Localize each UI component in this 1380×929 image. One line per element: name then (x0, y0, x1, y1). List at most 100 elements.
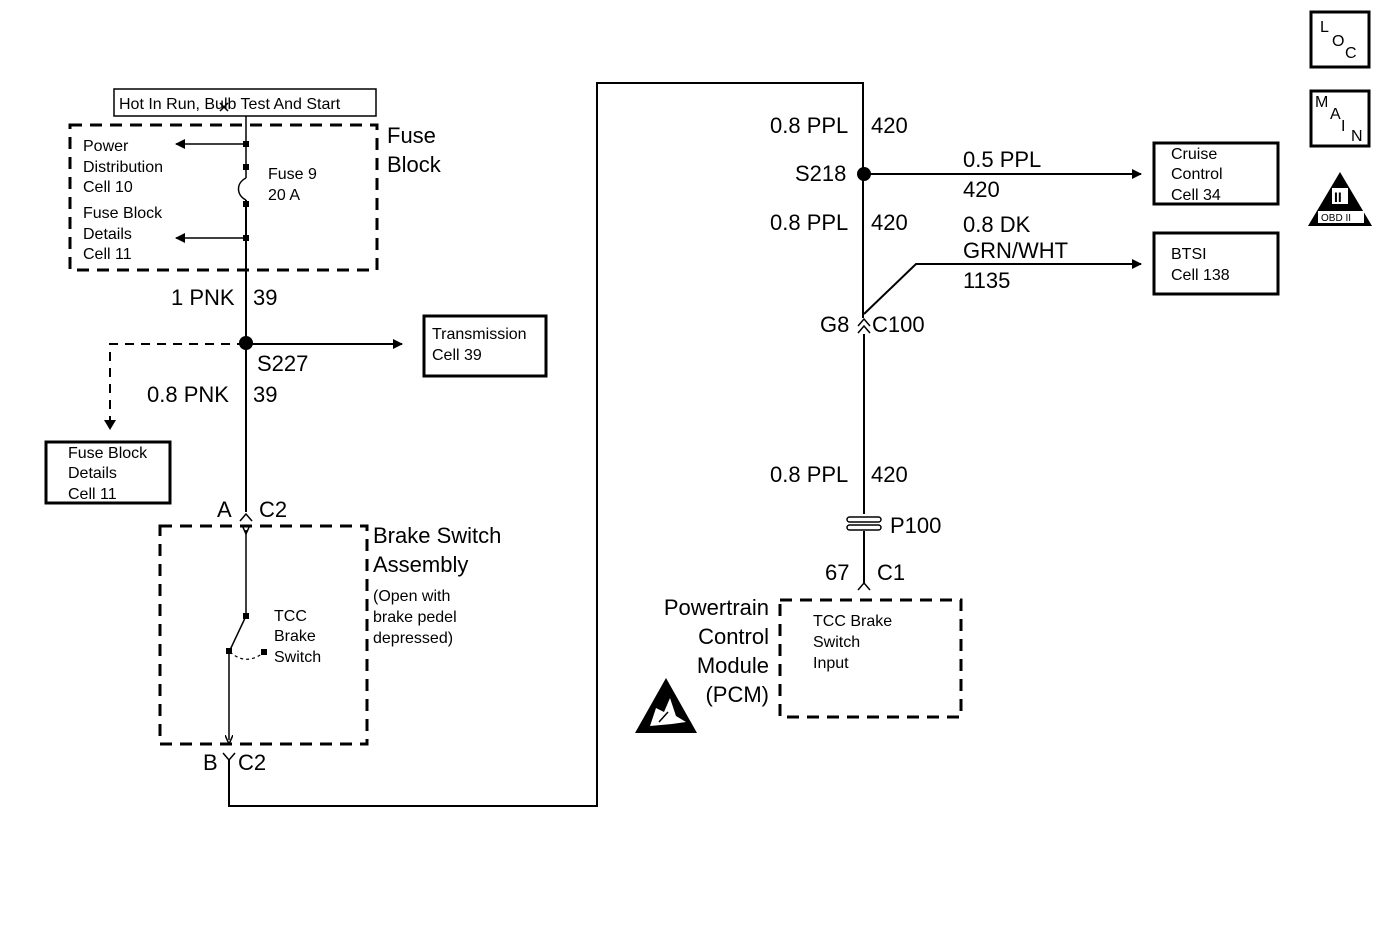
cruise-ref-2: Control (1171, 166, 1223, 183)
transmission-ref-box[interactable]: Transmission Cell 39 (422, 314, 548, 378)
wire-08ppl-mid-circuit: 420 (871, 210, 908, 235)
fuse-details-box-3: Cell 11 (68, 486, 117, 503)
btsi-ref-1: BTSI (1171, 246, 1207, 263)
fuse-details-dashed-wire (109, 343, 246, 424)
fuse-details-ref-1[interactable]: Fuse Block (83, 205, 163, 222)
wire-btsi-label-3: 1135 (963, 268, 1010, 293)
power-source-box: Hot In Run, Bulb Test And Start (113, 88, 377, 117)
fuse-node-3 (243, 201, 249, 207)
main-icon[interactable]: M A I N (1309, 89, 1371, 148)
fuse-label-1: Fuse 9 (268, 166, 317, 183)
btsi-wire (863, 259, 1142, 315)
connector-c100: C100 (872, 312, 925, 337)
switch-node-pivot (226, 648, 232, 654)
wire-08ppl-mid-label: 0.8 PPL (770, 210, 848, 235)
pcm-title-3: Module (697, 653, 769, 678)
fuse-details-box-1: Fuse Block (68, 445, 148, 462)
fuse-block: Fuse Block Power Distribution Cell 10 Fu… (68, 123, 442, 272)
wire-08ppl-lower-circuit: 420 (871, 462, 908, 487)
loc-letter-o: O (1332, 33, 1344, 50)
cruise-ref-3: Cell 34 (1171, 187, 1221, 204)
brake-switch-note-3: depressed) (373, 630, 453, 647)
esd-warning-icon (635, 678, 697, 733)
fuse-details-ref-3[interactable]: Cell 11 (83, 246, 132, 263)
brake-switch-note-2: brake pedel (373, 609, 457, 626)
connector-g8-pin: G8 (820, 312, 849, 337)
cruise-control-ref-box[interactable]: Cruise Control Cell 34 (1152, 141, 1280, 206)
btsi-ref-box[interactable]: BTSI Cell 138 (1152, 231, 1280, 296)
obd-roman: II (1334, 189, 1342, 205)
pcm-title-4: (PCM) (705, 682, 769, 707)
pcm-module: Powertrain Control Module (PCM) TCC Brak… (664, 595, 963, 719)
brake-switch-note-1: (Open with (373, 588, 450, 605)
cruise-ref-1: Cruise (1171, 146, 1217, 163)
loc-letter-c: C (1345, 45, 1357, 62)
main-letter-n: N (1351, 128, 1363, 145)
btsi-ref-2: Cell 138 (1171, 267, 1230, 284)
brake-switch-assembly: Brake Switch Assembly (Open with brake p… (158, 523, 501, 746)
wire-05ppl-label: 0.5 PPL (963, 147, 1041, 172)
fuse-details-ref-2[interactable]: Details (83, 226, 132, 243)
tcc-switch-label-3: Switch (274, 649, 321, 666)
main-letter-m: M (1315, 94, 1328, 111)
pcm-input-1: TCC Brake (813, 613, 892, 630)
connector-a-c2-symbol (239, 512, 253, 522)
wire-08pnk-label: 0.8 PNK (147, 382, 229, 407)
connector-67-c1-symbol (857, 581, 871, 591)
pcm-input-2: Switch (813, 634, 860, 651)
fuse-block-title-1: Fuse (387, 123, 436, 148)
transmission-ref-1: Transmission (432, 326, 527, 343)
fuse-details-box-2: Details (68, 465, 117, 482)
power-dist-ref-3[interactable]: Cell 10 (83, 179, 133, 196)
tcc-switch-label-2: Brake (274, 628, 316, 645)
connector-a-pin: A (217, 497, 232, 522)
fuse-9-symbol (237, 177, 247, 201)
fuse-details-dashed-arrowhead (104, 420, 116, 430)
main-letter-i: I (1341, 118, 1345, 135)
connector-a-c2: C2 (259, 497, 287, 522)
fuse-node-2 (243, 164, 249, 170)
power-source-label: Hot In Run, Bulb Test And Start (119, 96, 341, 113)
main-letter-a: A (1330, 106, 1341, 123)
fuse-details-ref-box[interactable]: Fuse Block Details Cell 11 (44, 440, 172, 505)
crossover-wire (228, 82, 864, 807)
tcc-brake-switch-blade (229, 615, 247, 651)
passthrough-p100-label: P100 (890, 513, 941, 538)
connector-b-c2-symbol (222, 752, 236, 762)
pcm-connector-c1: C1 (877, 560, 905, 585)
wire-08ppl-lower-label: 0.8 PPL (770, 462, 848, 487)
connector-g8-c100-symbol (857, 317, 871, 334)
connector-b-c2: C2 (238, 750, 266, 775)
passthrough-p100-symbol (846, 516, 882, 531)
tcc-switch-label-1: TCC (274, 608, 307, 625)
brake-switch-title-2: Assembly (373, 552, 468, 577)
loc-letter-l: L (1320, 19, 1329, 36)
connector-b-pin: B (203, 750, 218, 775)
brake-switch-title-1: Brake Switch (373, 523, 501, 548)
obd-label: OBD II (1321, 213, 1351, 224)
fuse-block-title-2: Block (387, 152, 442, 177)
transmission-ref-2: Cell 39 (432, 347, 482, 364)
wire-1pnk-label: 1 PNK (171, 285, 235, 310)
switch-node-contact (261, 649, 267, 655)
wire-btsi-label-1: 0.8 DK (963, 212, 1031, 237)
obd-ii-icon[interactable]: II OBD II (1308, 172, 1372, 226)
pcm-connector-pin: 67 (825, 560, 849, 585)
wire-08pnk-circuit: 39 (253, 382, 277, 407)
wire-05ppl-circuit: 420 (963, 177, 1000, 202)
splice-s227-label: S227 (257, 351, 308, 376)
fuse-label-2: 20 A (268, 187, 300, 204)
splice-s218-label: S218 (795, 161, 846, 186)
pcm-title-2: Control (698, 624, 769, 649)
power-dist-ref-2[interactable]: Distribution (83, 159, 163, 176)
wire-08ppl-top-label: 0.8 PPL (770, 113, 848, 138)
loc-icon[interactable]: L O C (1309, 10, 1371, 69)
wire-08ppl-top-circuit: 420 (871, 113, 908, 138)
pcm-title-1: Powertrain (664, 595, 769, 620)
pcm-input-3: Input (813, 655, 849, 672)
power-dist-ref-1[interactable]: Power (83, 138, 129, 155)
switch-travel-arc (229, 651, 264, 660)
wire-1pnk-circuit: 39 (253, 285, 277, 310)
wire-btsi-label-2: GRN/WHT (963, 238, 1068, 263)
